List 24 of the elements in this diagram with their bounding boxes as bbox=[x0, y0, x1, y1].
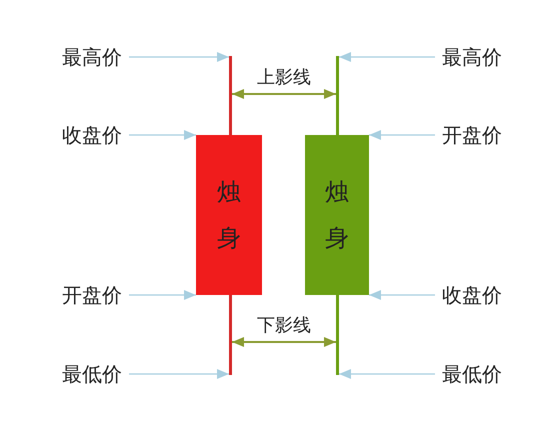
arrow bbox=[129, 369, 229, 379]
price-label: 开盘价 bbox=[58, 283, 126, 307]
arrow bbox=[339, 369, 435, 379]
double-arrow bbox=[232, 89, 336, 99]
candle-body: 烛身 bbox=[305, 135, 369, 295]
price-label: 最高价 bbox=[58, 45, 126, 69]
wick-line bbox=[229, 295, 232, 375]
arrow bbox=[129, 52, 229, 62]
price-label: 最低价 bbox=[438, 362, 506, 386]
arrow bbox=[369, 290, 435, 300]
arrow bbox=[129, 290, 196, 300]
price-label: 最高价 bbox=[438, 45, 506, 69]
arrow bbox=[129, 130, 196, 140]
price-label: 收盘价 bbox=[438, 283, 506, 307]
double-arrow bbox=[232, 337, 336, 347]
arrow bbox=[339, 52, 435, 62]
wick-line bbox=[336, 295, 339, 375]
price-label: 收盘价 bbox=[58, 123, 126, 147]
candle-body: 烛身 bbox=[196, 135, 262, 295]
price-label: 最低价 bbox=[58, 362, 126, 386]
arrow bbox=[369, 130, 435, 140]
wick-line bbox=[229, 56, 232, 135]
price-label: 开盘价 bbox=[438, 123, 506, 147]
wick-line bbox=[336, 56, 339, 135]
